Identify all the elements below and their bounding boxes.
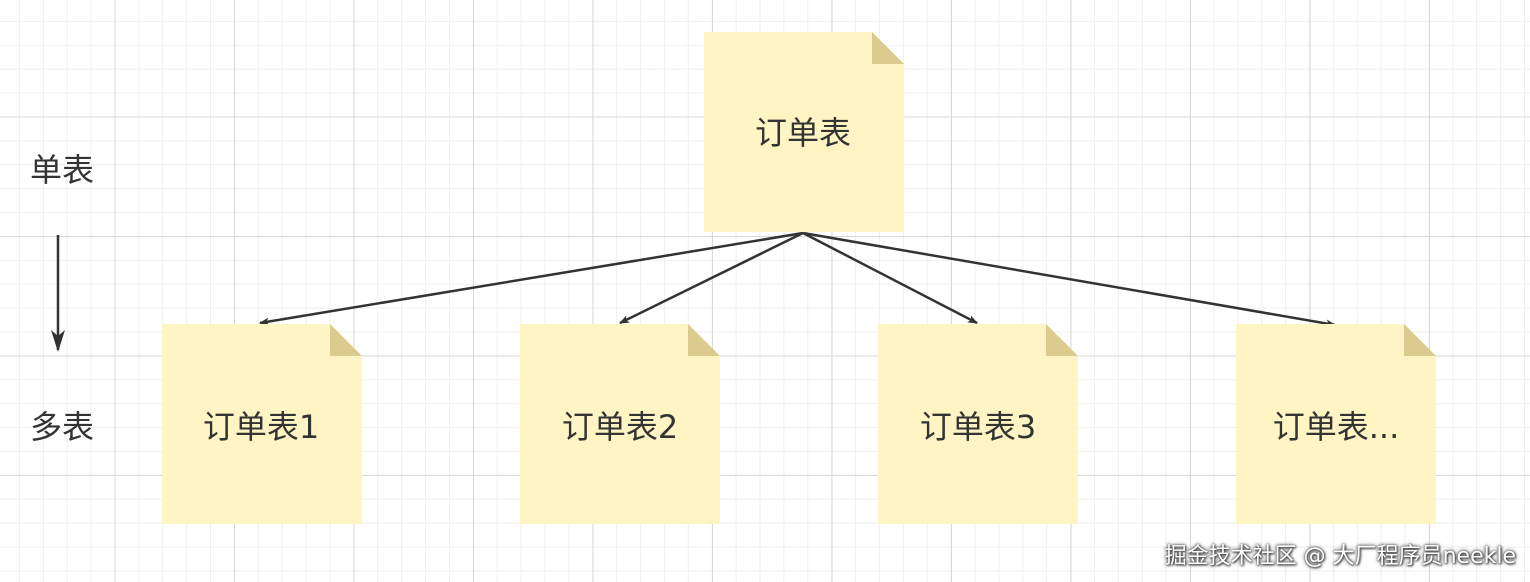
edge-root-to-child-3 <box>802 231 978 325</box>
note-shape <box>520 324 720 524</box>
node-child-3: 订单表3 <box>878 324 1078 524</box>
note-fold <box>1046 324 1078 356</box>
note-shape <box>704 32 904 232</box>
note-fold <box>872 32 904 64</box>
note-shape <box>1236 324 1436 524</box>
edge-root-to-child-4 <box>802 231 1336 328</box>
note-fold <box>330 324 362 356</box>
label-multi-table: 多表 <box>30 408 94 446</box>
note-shape <box>162 324 362 524</box>
edge-root-to-child-1 <box>259 231 804 326</box>
note-shape <box>878 324 1078 524</box>
edge-root-to-child-2 <box>619 231 804 325</box>
node-child-4-label: 订单表... <box>1273 408 1400 446</box>
edges <box>259 231 1336 328</box>
node-child-3-label: 订单表3 <box>920 408 1036 446</box>
node-child-2: 订单表2 <box>520 324 720 524</box>
node-root: 订单表 <box>704 32 904 232</box>
node-root-label: 订单表 <box>755 114 851 152</box>
direction-arrowhead <box>51 330 65 352</box>
label-single-table: 单表 <box>30 151 94 189</box>
node-child-4: 订单表... <box>1236 324 1436 524</box>
node-child-1-label: 订单表1 <box>203 408 319 446</box>
note-fold <box>688 324 720 356</box>
node-child-1: 订单表1 <box>162 324 362 524</box>
node-child-2-label: 订单表2 <box>562 408 678 446</box>
note-fold <box>1404 324 1436 356</box>
watermark: 掘金技术社区 @ 大厂程序员neekle <box>1164 544 1516 569</box>
